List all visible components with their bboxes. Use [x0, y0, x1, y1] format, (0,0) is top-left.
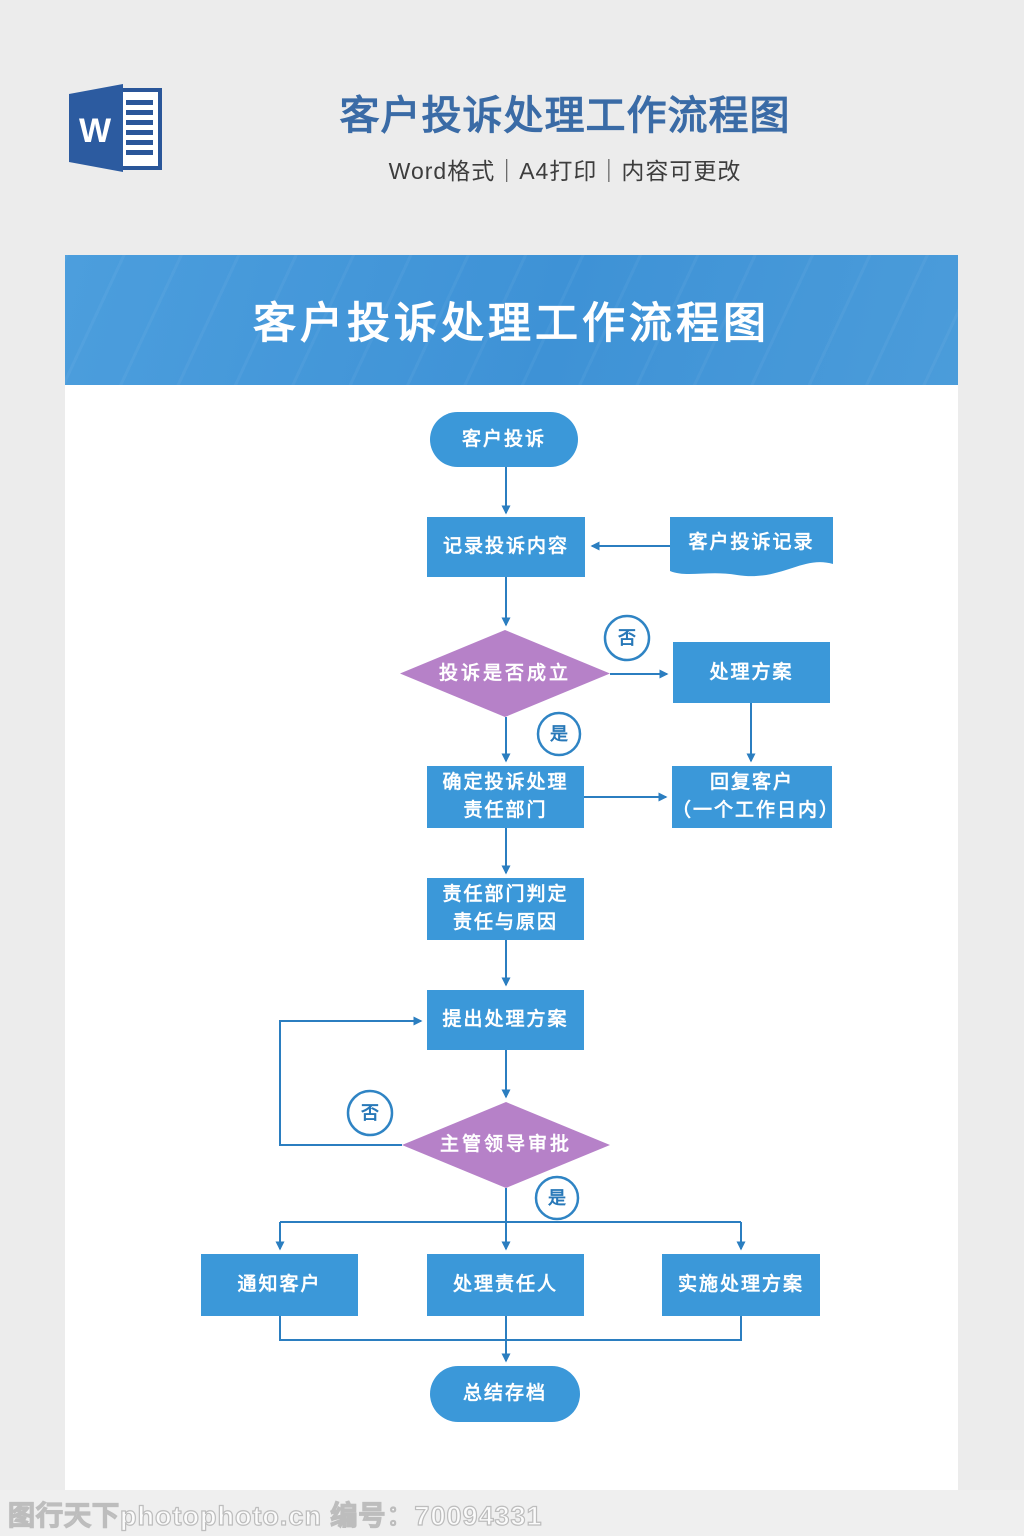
- shape-handler: [427, 1254, 584, 1316]
- watermark-text: 图行天下photophoto.cn 编号：70094331: [7, 1500, 543, 1531]
- circle-no2: [346, 1089, 394, 1137]
- label-no-2: 否: [361, 1102, 379, 1123]
- svg-text:W: W: [79, 112, 112, 150]
- node-handler: 处理责任人: [452, 1274, 558, 1296]
- shape-start: [430, 412, 578, 467]
- node-assign-department: 确定投诉处理 责任部门: [442, 772, 569, 821]
- shape-assign: [427, 766, 584, 828]
- label-yes-2: 是: [548, 1187, 566, 1208]
- node-judge-responsibility: 责任部门判定 责任与原因: [442, 884, 569, 933]
- label-no-1: 否: [618, 627, 636, 648]
- node-notify-customer: 通知客户: [237, 1274, 322, 1296]
- node-archive: 总结存档: [462, 1383, 547, 1405]
- circle-no1: [603, 614, 651, 662]
- label-yes-1: 是: [550, 723, 568, 744]
- banner-title: 客户投诉处理工作流程图: [253, 300, 770, 348]
- node-implement-plan: 实施处理方案: [677, 1274, 804, 1296]
- node-decision-approval: 主管领导审批: [439, 1134, 572, 1156]
- shape-record: [427, 517, 585, 577]
- circle-yes2: [534, 1175, 580, 1221]
- shape-decision2: [402, 1102, 610, 1188]
- shape-complaint-doc: [670, 517, 833, 577]
- shape-notify: [201, 1254, 358, 1316]
- circle-yes1: [536, 711, 582, 757]
- node-propose-plan: 提出处理方案: [442, 1009, 569, 1031]
- page-header: 客户投诉处理工作流程图 Word格式｜A4打印｜内容可更改: [300, 92, 830, 186]
- page-title: 客户投诉处理工作流程图: [339, 94, 791, 138]
- shape-judge: [427, 878, 584, 940]
- node-reply-customer: 回复客户 （一个工作日内）: [672, 772, 841, 821]
- shape-decision1: [400, 630, 610, 717]
- node-start: 客户投诉: [461, 428, 546, 450]
- shape-plan: [673, 642, 830, 703]
- shape-propose: [427, 990, 584, 1050]
- flowchart-canvas: [201, 412, 833, 1422]
- page-subtitle: Word格式｜A4打印｜内容可更改: [388, 158, 742, 184]
- watermark-strip: 图行天下photophoto.cn 编号：70094331: [0, 1490, 1024, 1536]
- word-icon: W: [63, 84, 163, 172]
- node-decision-valid: 投诉是否成立: [438, 662, 571, 684]
- shape-archive: [430, 1366, 580, 1422]
- shape-reply: [672, 766, 832, 828]
- shape-implement: [662, 1254, 820, 1316]
- node-record: 记录投诉内容: [442, 536, 569, 558]
- flowchart-banner: 客户投诉处理工作流程图: [65, 255, 958, 385]
- document-preview-card: 客户投诉处理工作流程图: [65, 255, 958, 1520]
- node-complaint-doc: 客户投诉记录: [688, 532, 815, 554]
- node-plan: 处理方案: [709, 661, 794, 683]
